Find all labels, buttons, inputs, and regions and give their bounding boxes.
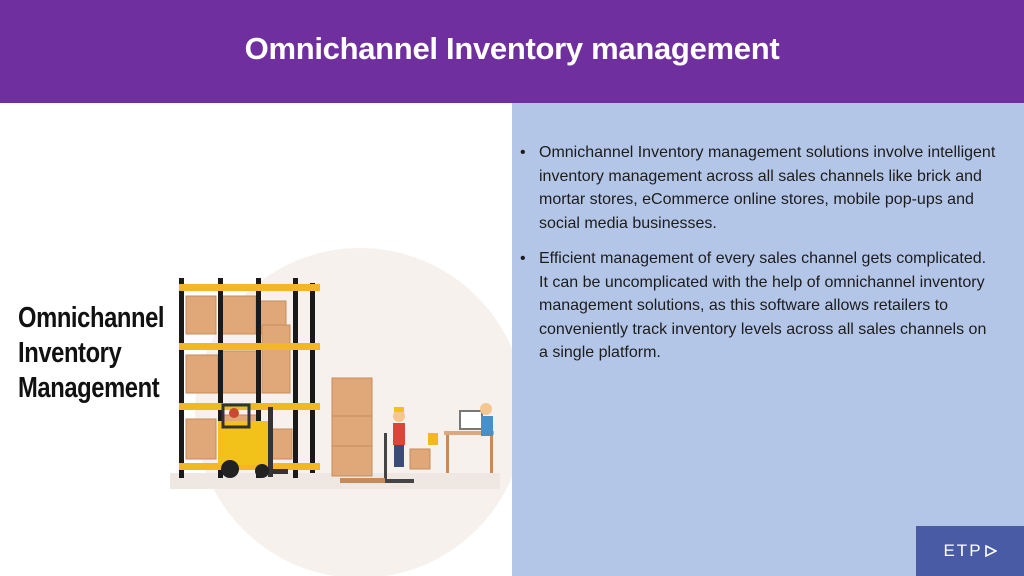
stacked-boxes xyxy=(331,377,373,477)
worker-with-hand-truck xyxy=(384,407,438,483)
desk-worker xyxy=(444,403,494,473)
bullet-text: Efficient management of every sales chan… xyxy=(539,250,987,361)
image-title: Omnichannel Inventory Management xyxy=(18,301,165,406)
shelf-uprights xyxy=(179,278,315,478)
bullet-item: • Efficient management of every sales ch… xyxy=(520,247,998,365)
floor xyxy=(170,473,500,489)
slide-header: Omnichannel Inventory management xyxy=(0,0,1024,103)
slide-title: Omnichannel Inventory management xyxy=(244,30,780,66)
image-title-line-3: Management xyxy=(18,372,160,404)
bullet-item: • Omnichannel Inventory management solut… xyxy=(520,141,998,235)
bullet-dot: • xyxy=(520,144,526,161)
forklift xyxy=(218,403,288,478)
pallet xyxy=(340,478,385,483)
image-title-line-1: Omnichannel xyxy=(18,302,165,334)
bullet-text: Omnichannel Inventory management solutio… xyxy=(539,144,996,232)
etp-logo: ETP xyxy=(916,526,1024,576)
text-panel: • Omnichannel Inventory management solut… xyxy=(512,103,1024,576)
logo-text: ETP xyxy=(943,541,983,560)
bullet-dot: • xyxy=(520,250,526,267)
play-triangle-icon xyxy=(984,545,997,557)
bullet-list: • Omnichannel Inventory management solut… xyxy=(520,141,998,377)
image-title-line-2: Inventory xyxy=(18,337,122,369)
warehouse-illustration xyxy=(170,248,512,576)
illustration-panel: Omnichannel Inventory Management xyxy=(0,103,512,576)
